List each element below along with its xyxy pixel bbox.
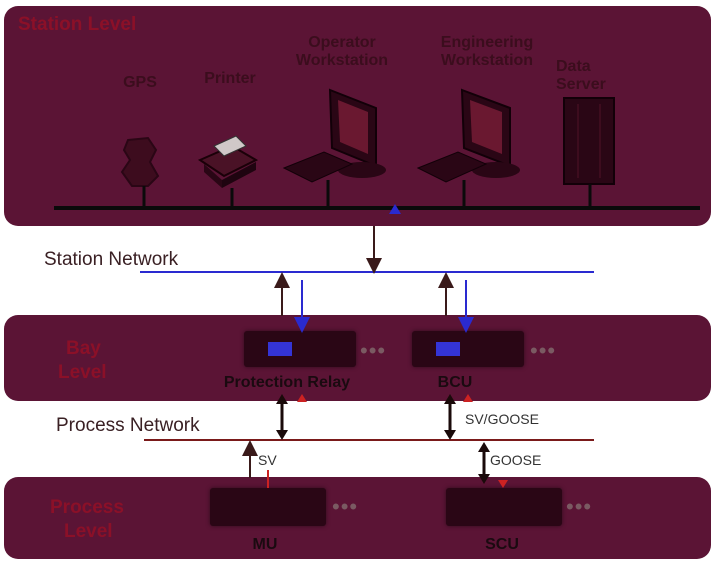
- mu-ellipsis: •••: [332, 494, 359, 519]
- operator-label-line2: Workstation: [295, 52, 389, 69]
- protection-relay-device: [244, 331, 356, 367]
- printer-label: Printer: [204, 70, 256, 87]
- bcu-device: [412, 331, 524, 367]
- engineering-workstation-icon: [416, 88, 520, 183]
- data-server-label: Data Server: [556, 58, 626, 94]
- scu-device: [446, 488, 562, 526]
- station-level-label: Station Level: [18, 14, 137, 35]
- mu-label: MU: [252, 536, 278, 553]
- bcu-screen: [436, 342, 460, 356]
- bay-level-line1: Bay: [66, 338, 101, 359]
- scu-label: SCU: [485, 536, 519, 553]
- mu-device: [210, 488, 326, 526]
- sv-goose-label: SV/GOOSE: [465, 411, 539, 427]
- bay-level-panel: [4, 315, 711, 401]
- process-level-line1: Process: [50, 497, 124, 518]
- process-network-label: Process Network: [56, 415, 200, 436]
- operator-workstation-icon: [282, 88, 386, 183]
- process-level-line2: Level: [64, 521, 113, 542]
- protection-relay-label: Protection Relay: [223, 374, 351, 391]
- bcu-label: BCU: [437, 374, 473, 391]
- station-network-label: Station Network: [44, 249, 179, 270]
- relay-screen: [268, 342, 292, 356]
- operator-label-line1: Operator: [308, 34, 376, 51]
- printer-icon: [197, 135, 259, 188]
- server-label-line1: Data: [556, 58, 591, 75]
- process-level-panel: [4, 477, 711, 559]
- bay-level-line2: Level: [58, 362, 107, 383]
- server-label-line2: Server: [556, 76, 606, 93]
- engineering-label-line2: Workstation: [440, 52, 534, 69]
- data-server-icon: [563, 97, 615, 185]
- sv-label: SV: [258, 452, 277, 468]
- relay-ellipsis: •••: [360, 338, 387, 363]
- bay-level-label: Bay Level: [58, 337, 107, 385]
- engineering-label-line1: Engineering: [440, 34, 534, 51]
- goose-label: GOOSE: [490, 452, 542, 468]
- process-level-label: Process Level: [50, 496, 124, 544]
- operator-workstation-label: Operator Workstation: [282, 34, 402, 70]
- gps-icon: [120, 136, 160, 187]
- scu-ellipsis: •••: [566, 494, 593, 519]
- gps-label: GPS: [123, 74, 157, 91]
- engineering-workstation-label: Engineering Workstation: [422, 34, 552, 70]
- bcu-ellipsis: •••: [530, 338, 557, 363]
